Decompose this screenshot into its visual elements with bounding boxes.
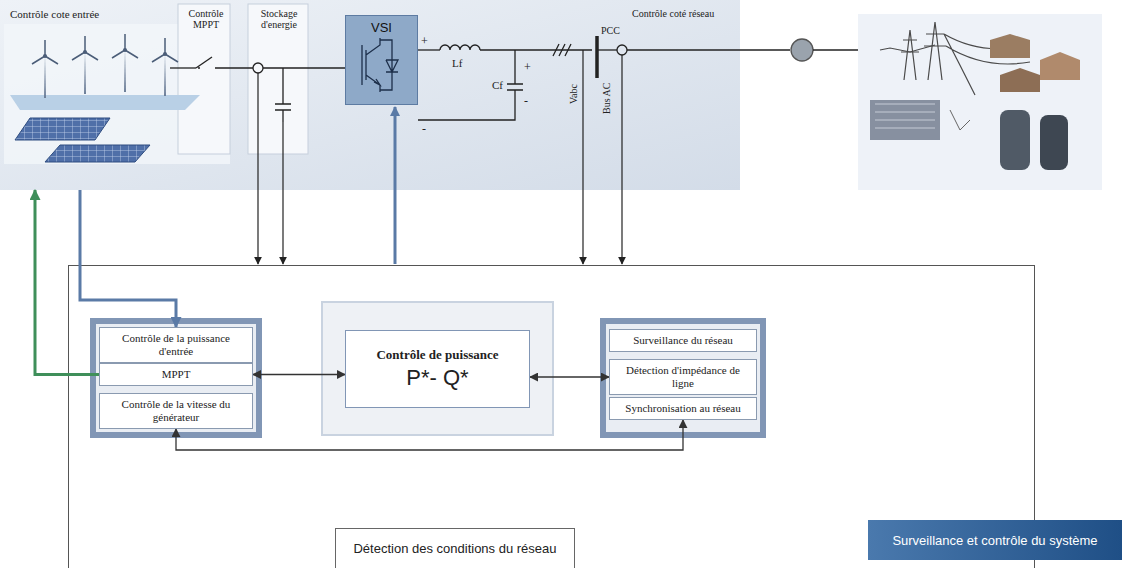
polarity-sign: +	[421, 36, 428, 47]
box-text: Surveillance du réseau	[633, 334, 733, 347]
signal-label: Bus AC	[601, 83, 612, 114]
igbt-symbol	[362, 38, 398, 92]
measurement-wires	[258, 50, 622, 264]
box-text: Contrôle de la vitesse du générateur	[104, 398, 248, 424]
connector-arrow	[35, 190, 99, 375]
part-label: Contrôle MPPT	[183, 8, 229, 30]
title-band: Surveillance et contrôle du système	[868, 520, 1122, 560]
box-text: Contrôle de puissance	[376, 347, 498, 363]
signal-label: PCC	[601, 25, 620, 36]
input-panel: Contrôle cote entréeVSI	[0, 0, 740, 190]
section-label: Contrôle coté réseau	[632, 8, 714, 19]
part-label: Stockage d'energie	[252, 8, 306, 30]
inverter-box: VSI	[345, 15, 418, 105]
box-text: Synchronisation au réseau	[625, 402, 740, 415]
monitor-box: Synchronisation au réseau	[609, 397, 757, 420]
polarity-sign: -	[524, 96, 528, 107]
grid-illustration	[858, 14, 1102, 190]
control-signal-arrow	[394, 107, 397, 264]
grid-condition-box: Détection des conditions du réseau	[335, 528, 575, 568]
connector-arrow	[530, 376, 609, 378]
connector-arrow	[80, 190, 176, 327]
vsi-block	[345, 15, 418, 105]
monitor-box: Détection d'impédance de ligne	[609, 359, 757, 395]
box-text: VSI	[371, 20, 392, 35]
input-side-group	[93, 321, 259, 435]
box-text: MPPT	[162, 368, 191, 381]
box-text: Surveillance et contrôle du système	[892, 533, 1097, 548]
solar-panels	[15, 118, 150, 162]
box-text: Contrôle de la puissance d'entrée	[104, 332, 248, 358]
monitor-box: Surveillance du réseau	[609, 329, 757, 352]
ac-filter	[418, 36, 880, 120]
grid-side-group	[603, 321, 763, 435]
connector-arrow	[253, 374, 345, 376]
box-subtext: P*- Q*	[406, 365, 468, 391]
box-text: Détection des conditions du réseau	[353, 541, 556, 556]
power-control-group	[322, 302, 553, 435]
control-box: Contrôle de la vitesse du générateur	[99, 393, 253, 429]
polarity-sign: -	[422, 124, 426, 135]
power-control-box: Contrôle de puissanceP*- Q*	[345, 330, 530, 408]
box-text: Contrôle cote entrée	[10, 8, 99, 20]
dc-wiring	[170, 57, 470, 122]
component-label: Lf	[452, 58, 462, 69]
control-box: MPPT	[99, 363, 253, 386]
box-text: Détection d'impédance de ligne	[614, 364, 752, 390]
input-panel-ground	[0, 0, 740, 190]
polarity-sign: +	[524, 62, 531, 73]
signal-label: Vabc	[568, 84, 579, 104]
component-label: Cf	[492, 80, 503, 91]
control-box: Contrôle de la puissance d'entrée	[99, 327, 253, 363]
wind-turbines	[10, 34, 200, 110]
